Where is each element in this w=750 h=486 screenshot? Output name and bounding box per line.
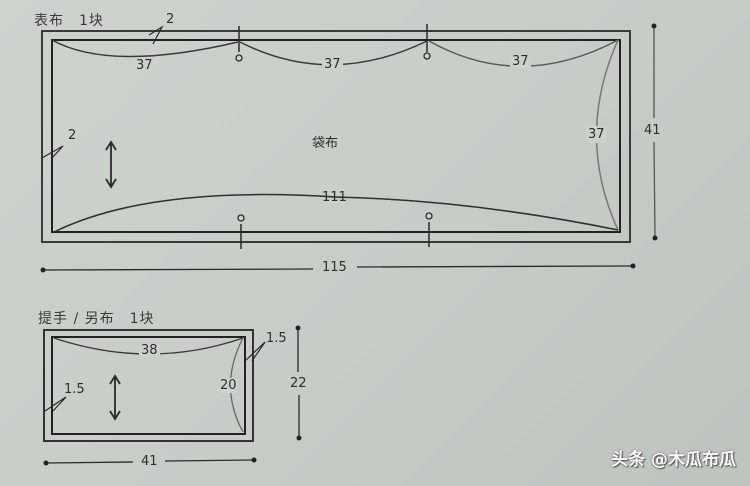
watermark: 头条 @木瓜布瓜 [611, 450, 736, 470]
handle-side-curve-label: 20 [220, 378, 237, 393]
handle-top-curve-label: 38 [139, 343, 160, 358]
handle-width-label: 41 [141, 454, 158, 469]
top-segment-2-label: 37 [322, 57, 343, 72]
top-segment-3-label: 37 [510, 54, 531, 69]
top-segment-1-label: 37 [134, 58, 155, 73]
total-height-label: 41 [644, 123, 661, 138]
handle-fabric-piece [43, 325, 302, 466]
seam-allowance-left-label: 2 [68, 128, 77, 143]
main-piece-title: 表布 1块 [34, 13, 104, 29]
seam-allowance-top-label: 2 [166, 12, 175, 27]
handle-piece-title: 提手 / 另布 1块 [38, 311, 155, 327]
bottom-curve-label: 111 [322, 190, 347, 205]
bag-body-label: 袋布 [312, 136, 339, 151]
handle-height-label: 22 [290, 376, 307, 391]
side-curve-label: 37 [587, 126, 606, 143]
total-width-label: 115 [322, 260, 347, 275]
handle-seam-right-label: 1.5 [266, 331, 287, 346]
handle-seam-left-label: 1.5 [64, 382, 85, 397]
